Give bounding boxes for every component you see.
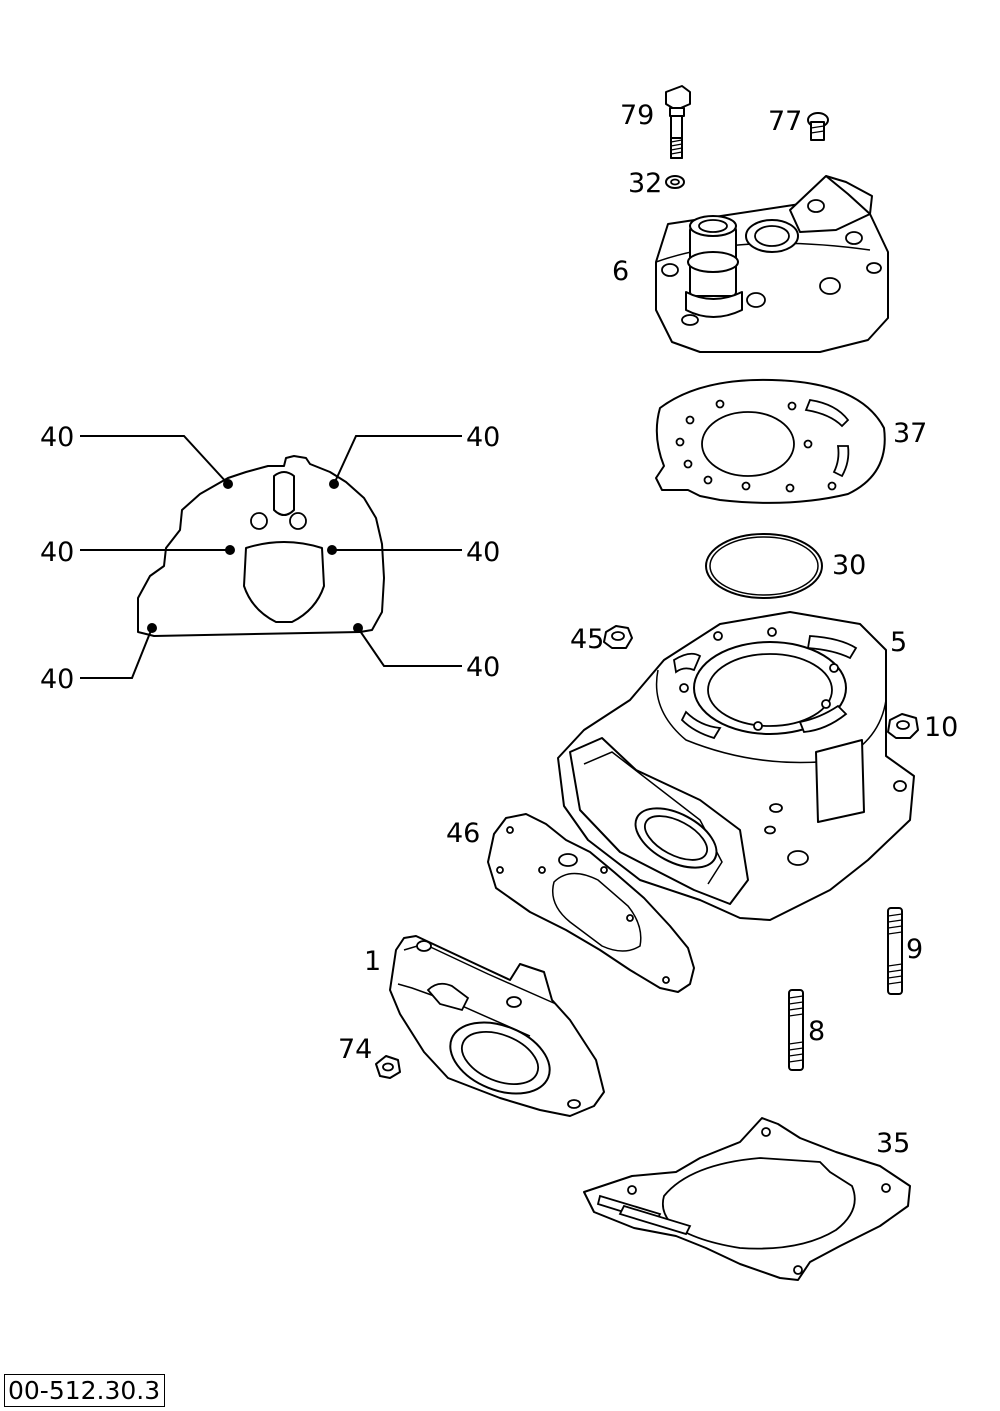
nut-10: 10 bbox=[887, 712, 958, 743]
base-gasket-35: 35 bbox=[583, 1117, 911, 1281]
intake-gasket-46: 46 bbox=[446, 813, 695, 993]
leader-40-top-right bbox=[333, 435, 462, 485]
callout-8: 8 bbox=[808, 1016, 825, 1047]
detail-small-hole-right bbox=[289, 512, 307, 530]
bolt-79: 79 bbox=[620, 85, 691, 159]
gasket-detail-view: 40 40 40 40 40 40 bbox=[40, 422, 500, 695]
stud-9: 9 bbox=[887, 907, 923, 995]
drawing-reference-code: 00-512.30.3 bbox=[4, 1374, 166, 1407]
callout-40-bottom-right: 40 bbox=[466, 652, 500, 683]
callout-45: 45 bbox=[570, 624, 604, 655]
callout-32: 32 bbox=[628, 168, 662, 199]
callout-40-top-left: 40 bbox=[40, 422, 74, 453]
head-gasket-37: 37 bbox=[655, 378, 927, 504]
cylinder-head-6: 6 bbox=[612, 175, 889, 353]
screw-77: 77 bbox=[768, 106, 829, 141]
leader-40-bottom-left bbox=[80, 627, 153, 679]
washer-32: 32 bbox=[628, 168, 685, 199]
detail-gasket-slot bbox=[273, 471, 295, 516]
callout-46: 46 bbox=[446, 818, 480, 849]
callout-79: 79 bbox=[620, 100, 654, 131]
nut-74: 74 bbox=[338, 1034, 401, 1079]
detail-gasket-port bbox=[243, 541, 325, 623]
stud-8: 8 bbox=[788, 989, 825, 1071]
callout-37: 37 bbox=[893, 418, 927, 449]
detail-small-hole-left bbox=[250, 512, 268, 530]
callout-10: 10 bbox=[924, 712, 958, 743]
callout-6: 6 bbox=[612, 256, 629, 287]
callout-30: 30 bbox=[832, 550, 866, 581]
callout-5: 5 bbox=[890, 627, 907, 658]
callout-9: 9 bbox=[906, 934, 923, 965]
intake-flange-1: 1 bbox=[364, 935, 605, 1117]
cylinder-5: 5 bbox=[557, 611, 915, 921]
callout-40-mid-left: 40 bbox=[40, 537, 74, 568]
callout-74: 74 bbox=[338, 1034, 372, 1065]
callout-40-bottom-left: 40 bbox=[40, 664, 74, 695]
callout-40-mid-right: 40 bbox=[466, 537, 500, 568]
callout-77: 77 bbox=[768, 106, 802, 137]
leader-40-bottom-right bbox=[357, 627, 462, 667]
callout-40-top-right: 40 bbox=[466, 422, 500, 453]
leader-40-top-left bbox=[80, 435, 229, 485]
callout-35: 35 bbox=[876, 1128, 910, 1159]
nut-45: 45 bbox=[570, 624, 633, 655]
o-ring-30: 30 bbox=[705, 533, 866, 599]
callout-1: 1 bbox=[364, 946, 381, 977]
